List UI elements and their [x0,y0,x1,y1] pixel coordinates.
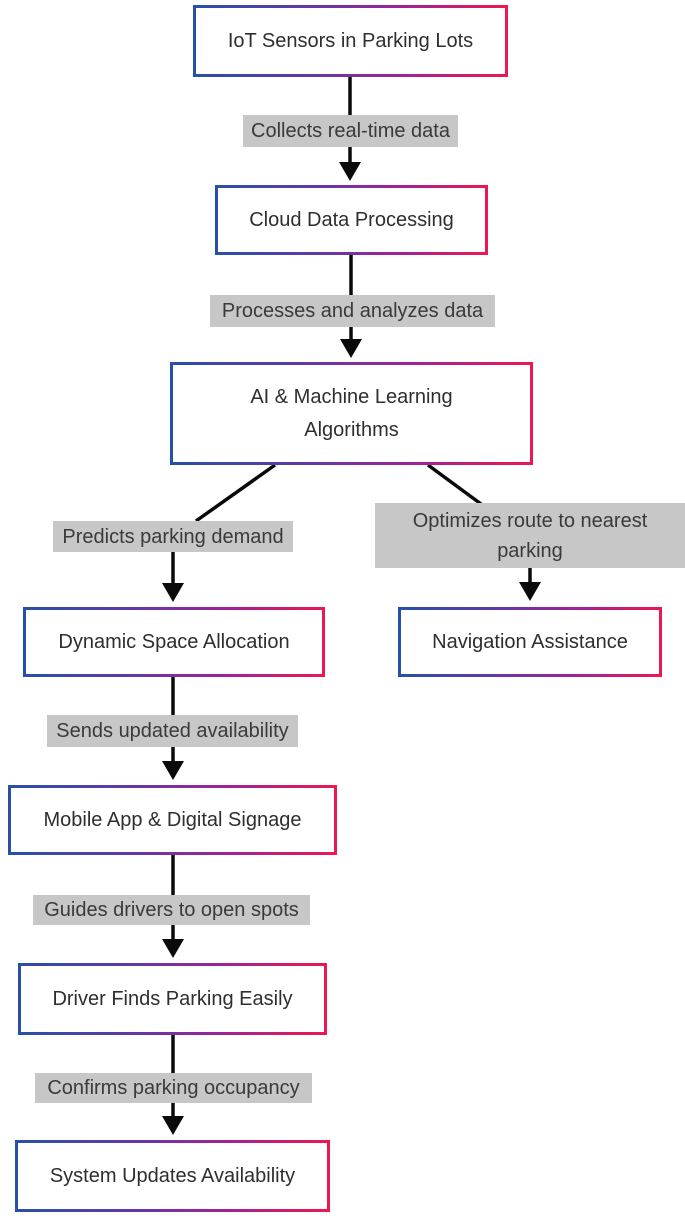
edge-label-guides-drivers: Guides drivers to open spots [33,895,310,925]
node-ai-ml-algorithms-body: AI & Machine Learning Algorithms [173,365,530,462]
edge-label-optimizes-route: Optimizes route to nearest parking [375,503,685,568]
node-mobile-app-signage-label: Mobile App & Digital Signage [43,808,302,831]
node-driver-finds-parking: Driver Finds Parking Easily [18,963,327,1035]
node-dynamic-space-allocation: Dynamic Space Allocation [23,607,325,677]
edge-label-sends-updated-availability: Sends updated availability [47,715,298,747]
edge-label-collects-realtime-data: Collects real-time data [243,115,458,147]
edge-driver-system-arrowhead [162,1116,184,1135]
node-cloud-processing-body: Cloud Data Processing [218,188,485,252]
edge-mobile-driver-arrowhead [162,939,184,958]
node-navigation-assistance-label: Navigation Assistance [432,630,628,653]
node-iot-sensors: IoT Sensors in Parking Lots [193,5,508,77]
node-cloud-processing: Cloud Data Processing [215,185,488,255]
edge-cloud-ai-arrowhead [340,339,362,358]
node-driver-finds-parking-body: Driver Finds Parking Easily [21,966,324,1032]
node-dynamic-space-allocation-label: Dynamic Space Allocation [58,630,290,653]
edge-ai-dynamic-diagonal [194,463,277,523]
edge-dynamic-mobile-arrowhead [162,761,184,780]
node-system-updates-availability-body: System Updates Availability [18,1143,327,1209]
edge-ai-navigation-arrowhead [519,582,541,601]
node-system-updates-availability-label: System Updates Availability [49,1164,296,1187]
node-driver-finds-parking-label: Driver Finds Parking Easily [52,987,293,1010]
node-navigation-assistance: Navigation Assistance [398,607,662,677]
edge-label-processes-analyzes-data: Processes and analyzes data [210,295,495,327]
node-iot-sensors-body: IoT Sensors in Parking Lots [196,8,505,74]
node-dynamic-space-allocation-body: Dynamic Space Allocation [26,610,322,674]
node-ai-ml-algorithms-label: AI & Machine Learning Algorithms [250,385,453,441]
node-cloud-processing-label: Cloud Data Processing [249,208,454,231]
node-navigation-assistance-body: Navigation Assistance [401,610,659,674]
node-system-updates-availability: System Updates Availability [15,1140,330,1212]
edge-ai-navigation-diagonal [426,463,483,506]
edge-label-confirms-occupancy: Confirms parking occupancy [35,1073,312,1103]
node-mobile-app-signage-body: Mobile App & Digital Signage [11,788,334,852]
node-mobile-app-signage: Mobile App & Digital Signage [8,785,337,855]
edge-iot-cloud-arrowhead [339,162,361,181]
edge-ai-dynamic-arrowhead [162,583,184,602]
node-iot-sensors-label: IoT Sensors in Parking Lots [227,29,474,52]
node-ai-ml-algorithms: AI & Machine Learning Algorithms [170,362,533,465]
edge-label-predicts-parking-demand: Predicts parking demand [53,521,293,552]
